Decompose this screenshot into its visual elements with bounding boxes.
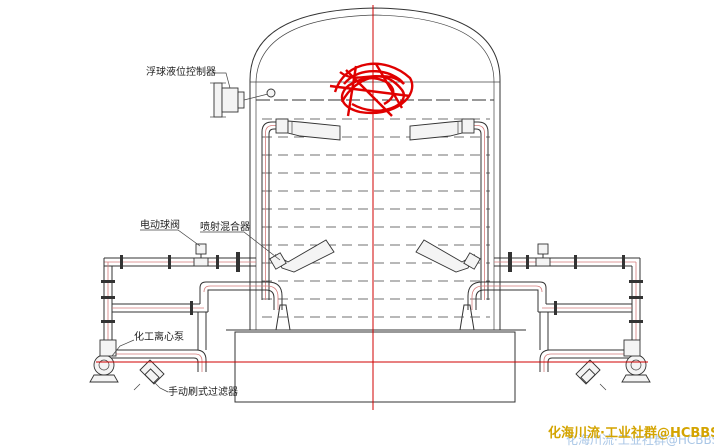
leader-electric-valve	[140, 229, 201, 247]
electric-ball-valve-left	[193, 243, 209, 267]
leader-jet-mixer	[200, 231, 281, 261]
leader-manual-filter	[153, 381, 169, 393]
leader-centrifugal-pump	[111, 339, 135, 357]
flanges-left	[101, 252, 240, 323]
inner-pipe-right	[465, 121, 489, 300]
label-electric-ball-valve: 电动球阀	[140, 218, 180, 231]
leader-float-controller	[213, 72, 231, 89]
red-scribble-mark	[329, 62, 414, 117]
label-centrifugal-pump: 化工离心泵	[134, 330, 184, 343]
upper-jet-mixer-right	[409, 118, 475, 141]
label-float-controller: 浮球液位控制器	[146, 65, 216, 78]
centrifugal-pump-right	[621, 339, 651, 383]
tank-shell	[249, 7, 501, 330]
tank-shell-inner	[255, 14, 495, 330]
electric-ball-valve-right	[535, 243, 551, 267]
foundation-base	[234, 331, 516, 403]
external-pipe-left	[103, 257, 283, 372]
watermark-shadow: 化海川流·工业社群@HCBBS	[566, 432, 714, 447]
centrifugal-pump-left	[89, 339, 119, 383]
float-level-controller	[210, 82, 276, 118]
manual-filter-right	[575, 359, 607, 391]
upper-jet-mixer-left	[275, 118, 341, 141]
label-manual-filter: 手动刷式过滤器	[168, 385, 238, 398]
support-legs	[275, 304, 475, 331]
lower-jet-mixer-right	[415, 239, 481, 273]
label-jet-mixer: 喷射混合器	[200, 220, 250, 233]
flanges-right	[508, 252, 643, 323]
watermark-text: 化海川流·工业社群@HCBBS	[548, 425, 714, 441]
manual-filter-left	[133, 359, 165, 391]
inner-pipe-left	[261, 121, 285, 300]
